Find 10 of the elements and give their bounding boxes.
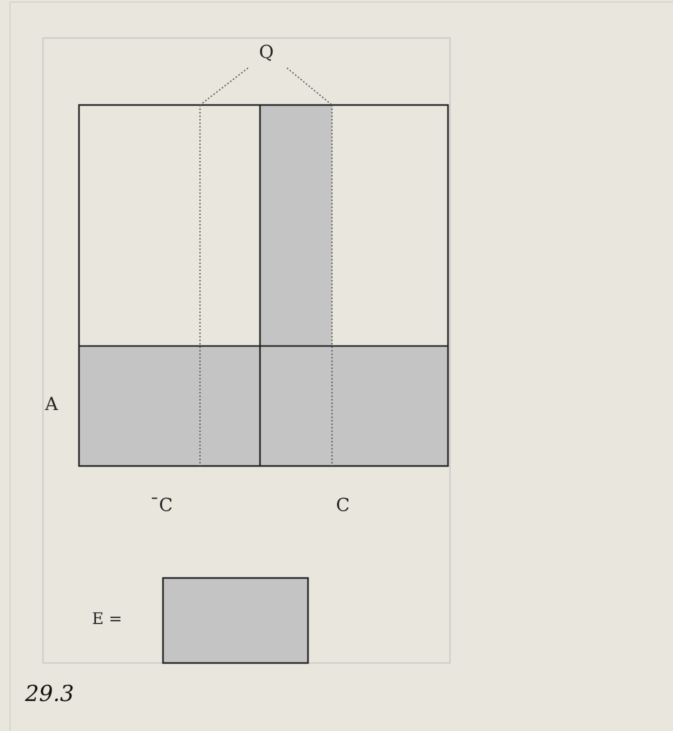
leader-line	[200, 68, 248, 106]
column-label: C	[336, 497, 350, 515]
leader-line	[286, 68, 332, 106]
dotted-column-outline	[199, 105, 333, 466]
equation-label: E =	[92, 611, 122, 627]
column-label: ¯C	[150, 497, 173, 515]
region-label: Q	[259, 44, 274, 62]
figure-caption: 29.3	[25, 684, 74, 706]
row-label: A	[45, 396, 58, 414]
shaded-rectangle	[162, 577, 309, 664]
